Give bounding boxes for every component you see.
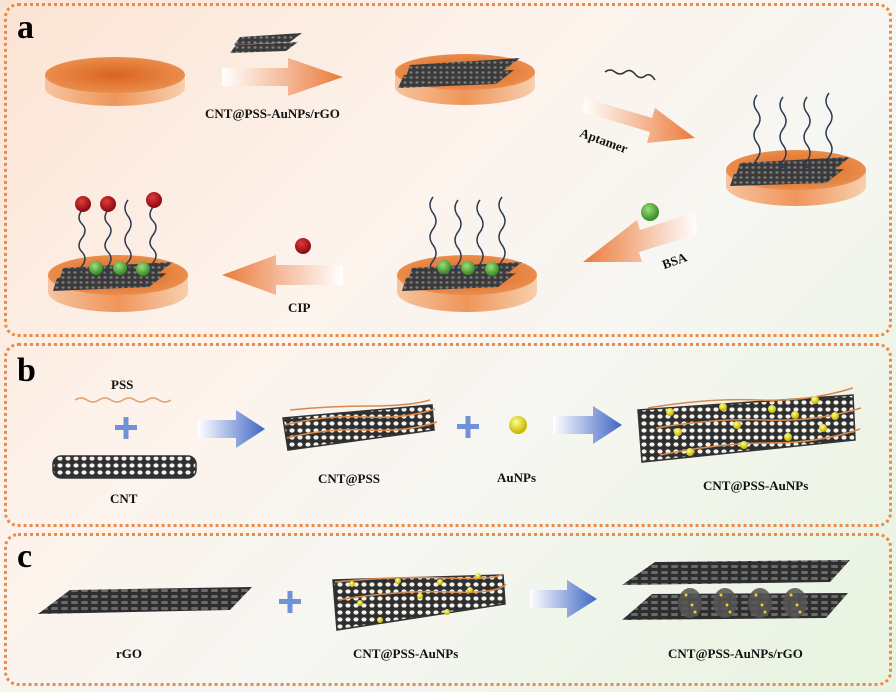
panel-letter-a: a bbox=[17, 9, 34, 46]
arrow-step1 bbox=[222, 58, 343, 96]
cnt-pss-tube bbox=[282, 399, 438, 451]
plus-icon-2 bbox=[457, 416, 479, 438]
arrow-step3 bbox=[583, 212, 697, 262]
arrow-step4 bbox=[222, 255, 343, 295]
electrode-bsa bbox=[397, 196, 537, 312]
arrow-c1 bbox=[530, 580, 597, 618]
electrode-cip-bound bbox=[48, 192, 188, 312]
label-composite-modification: CNT@PSS-AuNPs/rGO bbox=[205, 106, 340, 121]
composite-product bbox=[622, 560, 850, 620]
arrow-b2 bbox=[553, 406, 622, 444]
arrow-b1 bbox=[198, 410, 265, 448]
label-pss: PSS bbox=[111, 377, 134, 392]
cnt-tube bbox=[52, 455, 197, 479]
cip-molecule-icon bbox=[295, 238, 311, 254]
aunp-particle-icon bbox=[509, 416, 527, 434]
label-aunps: AuNPs bbox=[497, 470, 537, 485]
electrode-modified bbox=[395, 54, 535, 105]
cnt-pss-aunps-tube-c bbox=[332, 573, 507, 631]
plus-icon-3 bbox=[279, 591, 301, 613]
panel-letter-b: b bbox=[17, 352, 36, 389]
label-product: CNT@PSS-AuNPs/rGO bbox=[668, 646, 803, 661]
panel-b bbox=[4, 343, 892, 527]
electrode-bare bbox=[45, 57, 185, 106]
cnt-pss-aunps-tube bbox=[637, 387, 862, 463]
label-cnt-pss-aunps: CNT@PSS-AuNPs bbox=[703, 478, 809, 493]
label-cnt: CNT bbox=[110, 491, 138, 506]
label-cnt-pss-aunps-c: CNT@PSS-AuNPs bbox=[353, 646, 459, 661]
plus-icon bbox=[115, 417, 137, 439]
rgo-sheet bbox=[38, 587, 252, 614]
panel-a bbox=[4, 3, 892, 337]
label-rgo: rGO bbox=[116, 646, 142, 661]
arrow-step2 bbox=[583, 98, 695, 143]
label-cnt-pss: CNT@PSS bbox=[318, 471, 380, 486]
bsa-molecule-icon bbox=[641, 203, 659, 221]
electrode-aptamer bbox=[726, 92, 866, 206]
aptamer-strand-icon bbox=[604, 69, 656, 81]
composite-sheet-icon bbox=[230, 33, 302, 53]
panel-c bbox=[4, 533, 892, 686]
label-cip: CIP bbox=[288, 300, 311, 315]
pss-chain-icon bbox=[74, 397, 172, 403]
panel-letter-c: c bbox=[17, 538, 33, 575]
